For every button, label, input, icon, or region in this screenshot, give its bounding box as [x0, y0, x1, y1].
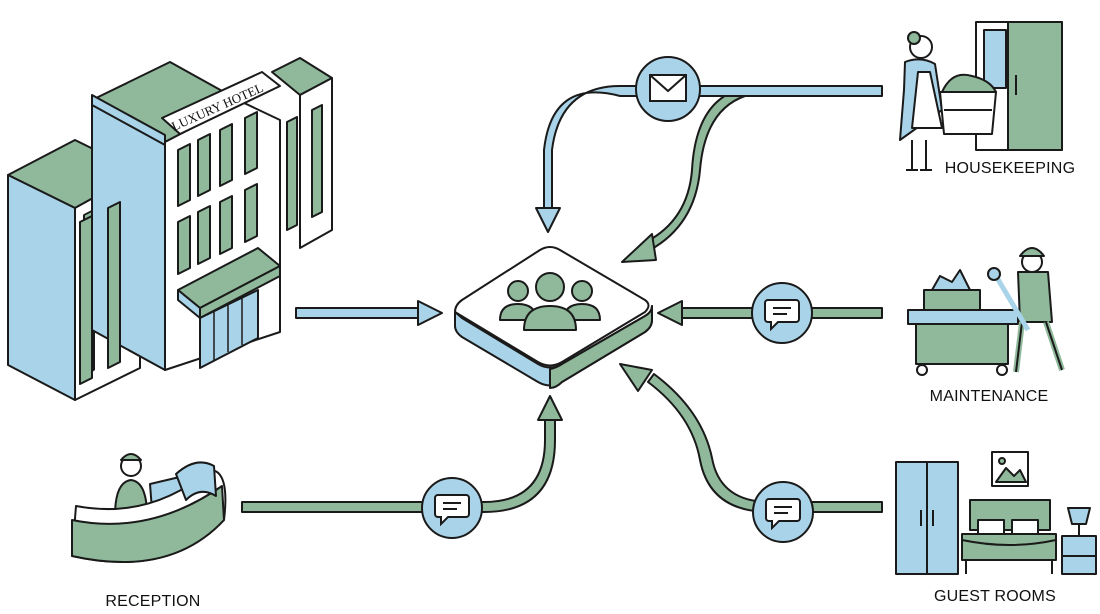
- housekeeping-green-arrow: [621, 87, 746, 263]
- team-icon: [499, 272, 601, 331]
- envelope-icon: [649, 74, 687, 102]
- envelope-badge: [635, 56, 701, 122]
- housekeeping-label: HOUSEKEEPING: [945, 160, 1075, 177]
- guest-rooms-label: GUEST ROOMS: [934, 588, 1056, 605]
- maintenance-chat-badge: [751, 282, 813, 344]
- maintenance-illustration: MAINTENANCE: [907, 247, 1065, 405]
- guest-rooms-to-hub-arrow: [619, 363, 883, 513]
- housekeeping-illustration: HOUSEKEEPING: [899, 21, 1075, 177]
- guest-rooms-chat-badge: [752, 481, 814, 543]
- hotel-to-hub-arrow: [295, 300, 443, 326]
- reception-to-hub-arrow: [241, 395, 563, 513]
- reception-chat-badge: [421, 477, 483, 539]
- central-hub: [454, 246, 653, 389]
- chat-bubble-icon: [434, 494, 470, 527]
- hotel-building: LUXURY HOTEL: [7, 57, 333, 401]
- reception-label: RECEPTION: [105, 593, 200, 610]
- chat-bubble-icon: [764, 299, 800, 332]
- chat-bubble-icon: [765, 498, 801, 531]
- reception-illustration: RECEPTION: [71, 453, 227, 610]
- guest-rooms-illustration: GUEST ROOMS: [895, 451, 1097, 605]
- maintenance-label: MAINTENANCE: [930, 388, 1049, 405]
- flow-arrows: [241, 85, 883, 513]
- housekeeping-blue-arrow: [535, 85, 883, 233]
